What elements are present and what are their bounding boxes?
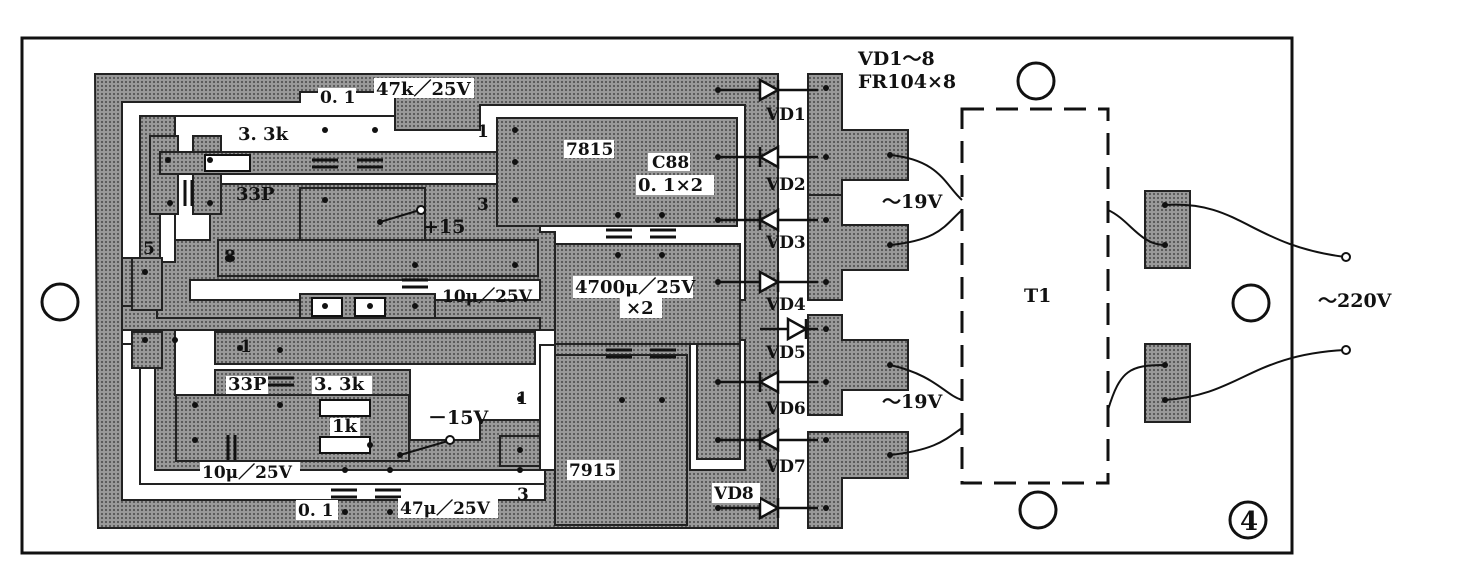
cap-01x2-label: 0. 1×2	[638, 175, 703, 196]
ac19-top-label: ～19V	[882, 191, 943, 213]
figure-number-badge: ④ 4	[1228, 500, 1268, 540]
vd6-label: VD6	[765, 399, 806, 419]
vd7-label: VD7	[765, 457, 806, 477]
ac220-label: ～220V	[1318, 290, 1393, 312]
x2-label: ×2	[626, 298, 654, 319]
ic-7915-label: 7915	[569, 461, 616, 481]
cap-4700u-label: 4700μ／25V	[575, 277, 696, 298]
cap-47k-top-label: 47k／25V	[376, 79, 472, 100]
ac-terminal-top	[1341, 252, 1351, 262]
cap-33p-bottom-label: 33P	[228, 374, 267, 395]
labels: VD1～8 FR104×8 3. 3k 0. 1 47k／25V 33P +15…	[143, 48, 1393, 521]
vd2-label: VD2	[765, 175, 806, 195]
label-backgrounds	[200, 78, 760, 520]
vd-range-label: VD1～8	[857, 48, 935, 70]
plus15-label: +15	[423, 216, 465, 238]
pin8-label: 8	[224, 247, 236, 267]
cap-10u-top-label: 10μ／25V	[442, 286, 533, 307]
diode-vd7	[718, 427, 818, 453]
cap-10u-bottom-label: 10μ／25V	[202, 462, 293, 483]
ic-7815-label: 7815	[566, 140, 613, 160]
mounting-holes	[40, 61, 1271, 530]
resistor-33k-bottom-label: 3. 3k	[314, 374, 365, 395]
vd8-label: VD8	[713, 484, 754, 504]
resistor-33k-top-label: 3. 3k	[238, 124, 289, 145]
mounting-hole-bottom	[1018, 490, 1058, 530]
ac-terminal-bottom	[1341, 345, 1351, 355]
resistor-1k-label: 1k	[332, 416, 358, 437]
ac19-bottom-label: ～19V	[882, 391, 943, 413]
mounting-hole-right	[1231, 283, 1271, 323]
c88-label: C88	[652, 153, 689, 173]
diode-vd5	[760, 316, 818, 342]
transformer-wires	[889, 154, 1346, 456]
diode-vd1	[718, 77, 818, 103]
cap-01-top-label: 0. 1	[320, 88, 356, 108]
solder-points	[142, 85, 1168, 515]
minus15-label: －15V	[428, 407, 489, 429]
mounting-hole-top	[1016, 61, 1056, 101]
diode-vd4	[718, 269, 818, 295]
vd-part-label: FR104×8	[858, 71, 956, 93]
pin1-bottom-label: 1	[516, 389, 528, 409]
figure-number-digit: 4	[1240, 507, 1258, 537]
copper-traces	[93, 73, 779, 529]
pin1-top-label: 1	[477, 122, 489, 142]
transformer-t1-outline	[960, 107, 1110, 485]
pin3-top-label: 3	[477, 195, 489, 215]
pin1-left-label: 1	[240, 337, 252, 357]
mounting-hole-left	[40, 282, 80, 322]
diode-vd2	[718, 144, 818, 170]
diode-symbols	[718, 77, 818, 521]
cap-01-bottom-label: 0. 1	[298, 501, 334, 521]
cap-33p-top-label: 33P	[236, 184, 275, 205]
vd1-label: VD1	[765, 105, 806, 125]
t1-label: T1	[1024, 285, 1051, 307]
pin5-label: 5	[143, 239, 155, 259]
diode-pads	[807, 73, 1191, 529]
pin3-bottom-label: 3	[517, 485, 529, 505]
diode-vd8	[718, 495, 818, 521]
diode-vd3	[718, 207, 818, 233]
cap-47u-bottom-label: 47μ／25V	[400, 498, 491, 519]
vd3-label: VD3	[765, 233, 806, 253]
diode-vd6	[718, 369, 818, 395]
vd5-label: VD5	[765, 343, 806, 363]
output-leads	[379, 205, 455, 456]
capacitor-symbols	[183, 158, 676, 499]
vd4-label: VD4	[765, 295, 806, 315]
